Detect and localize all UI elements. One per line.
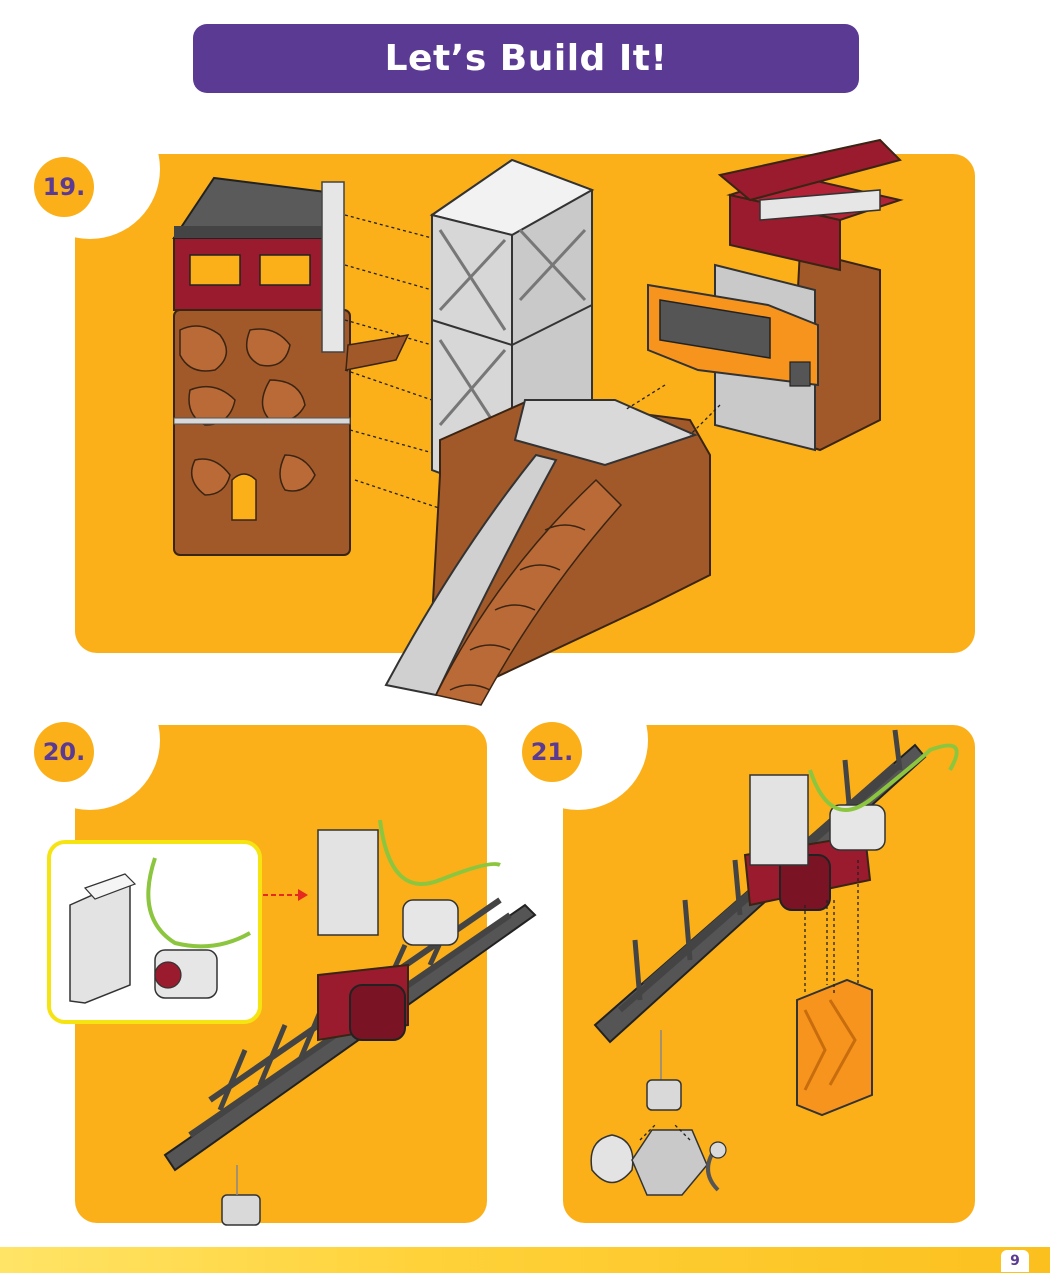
page-number: 9 — [1001, 1250, 1029, 1272]
hook-attachments — [591, 1030, 726, 1195]
orange-frame-piece — [797, 980, 872, 1115]
footer-stripe — [0, 1247, 1050, 1273]
step-21-crane-boom — [595, 730, 957, 1042]
